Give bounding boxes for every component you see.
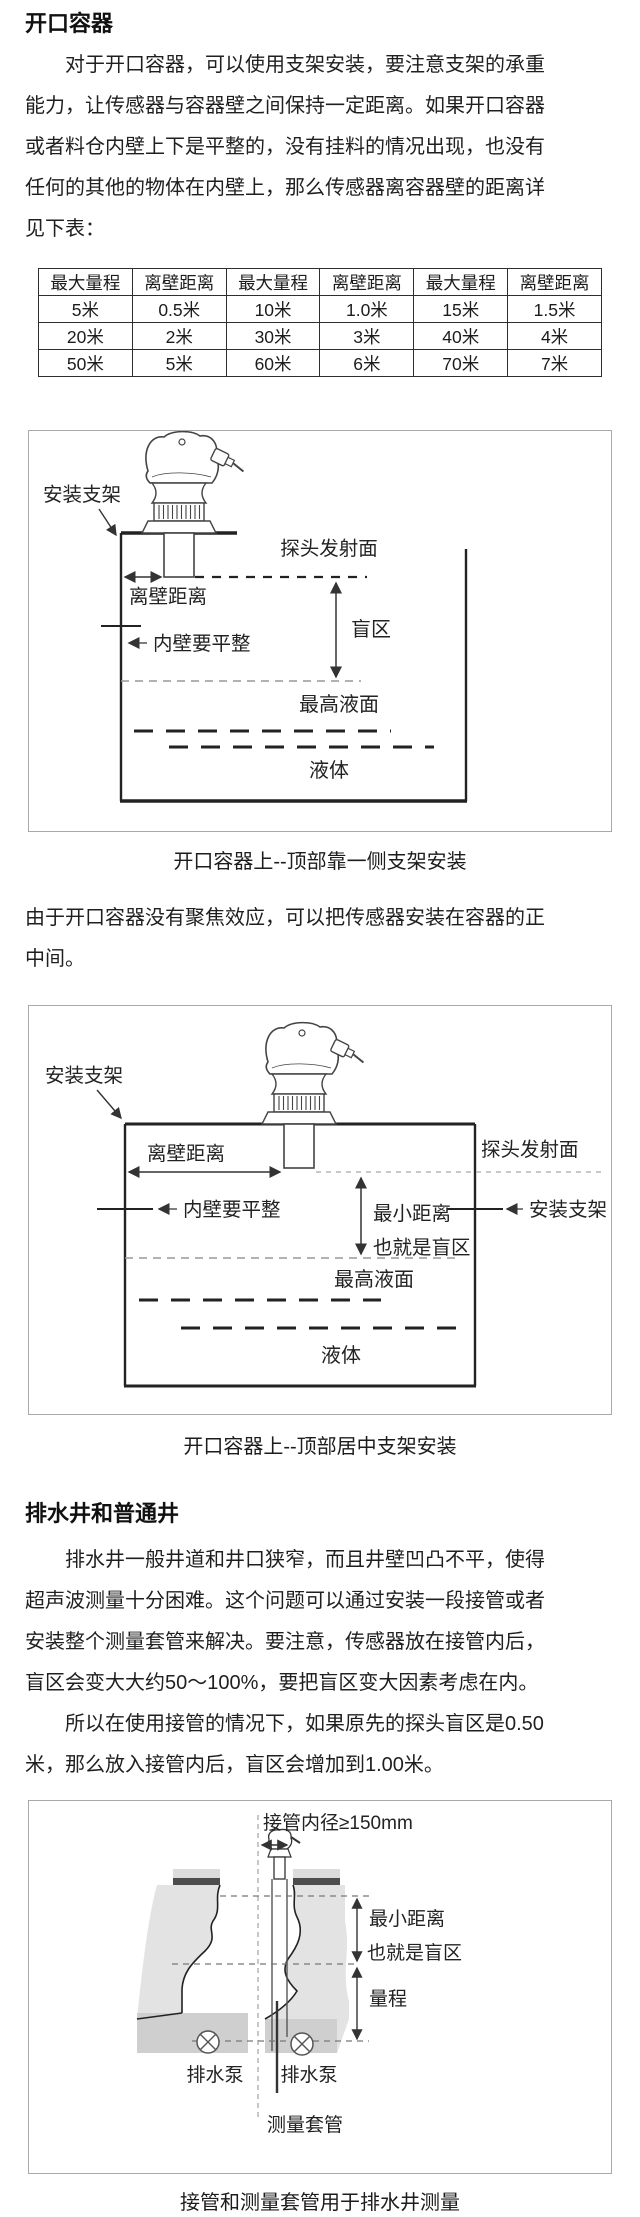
label-sleeve: 测量套管 xyxy=(267,2114,343,2136)
table-header-cell: 最大量程 xyxy=(38,268,133,296)
figure2-caption: 开口容器上--顶部居中支架安装 xyxy=(183,1436,457,1458)
label-blind-zone: 也就是盲区 xyxy=(367,1942,462,1964)
label-blind-zone: 盲区 xyxy=(351,618,391,641)
table-row: 20米 2米 30米 3米 40米 4米 xyxy=(38,322,602,350)
pump-right-icon xyxy=(290,2032,314,2056)
paragraph-line: 或者料仓内壁上下是平整的，没有挂料的情况出现，也没有 xyxy=(25,136,545,158)
diagram-well-measurement: 接管内径≥150mm 最小距离 也就是盲区 量程 xyxy=(136,1812,462,2136)
label-min-distance: 最小距离 xyxy=(373,1203,451,1225)
paragraph-line: 盲区会变大大约50～100%，要把盲区变大因素考虑在内。 xyxy=(25,1672,539,1694)
table-header-cell: 最大量程 xyxy=(225,268,321,296)
table-cell: 0.5米 xyxy=(131,295,227,323)
paragraph-line: 安装整个测量套管来解决。要注意，传感器放在接管内后， xyxy=(25,1631,545,1653)
range-distance-table: 最大量程 离壁距离 最大量程 离壁距离 最大量程 离壁距离 5米 0.5米 10… xyxy=(38,268,602,377)
ground-slab-left xyxy=(173,1869,220,1878)
label-mounting-bracket-right: 安装支架 xyxy=(529,1199,607,1221)
table-cell: 3米 xyxy=(319,322,415,350)
table-cell: 20米 xyxy=(38,322,133,350)
well-left-edge xyxy=(181,1884,221,2013)
label-pump-left: 排水泵 xyxy=(186,2064,243,2086)
table-cell: 1.5米 xyxy=(507,295,602,323)
label-min-distance: 最小距离 xyxy=(369,1908,445,1930)
paragraph-wells-1: 排水井一般井道和井口狭窄，而且井壁凹凸不平，使得 超声波测量十分困难。这个问题可… xyxy=(25,1540,617,1704)
table-cell: 5米 xyxy=(38,295,133,323)
table-row: 5米 0.5米 10米 1.0米 15米 1.5米 xyxy=(38,295,602,323)
paragraph-center-mount: 由于开口容器没有聚焦效应，可以把传感器安装在容器的正 中间。 xyxy=(25,898,617,980)
table-cell: 1.0米 xyxy=(319,295,415,323)
label-wall-distance: 离壁距离 xyxy=(147,1143,225,1165)
paragraph-line: 见下表： xyxy=(25,218,105,240)
well-right-edge xyxy=(264,1884,302,2020)
table-cell: 4米 xyxy=(507,322,602,350)
figure3-caption: 接管和测量套管用于排水井测量 xyxy=(180,2192,460,2214)
heading-open-container: 开口容器 xyxy=(25,11,114,36)
ground-slab-left-dark xyxy=(173,1878,220,1885)
well-floor-left xyxy=(137,2013,248,2053)
ground-slab-right xyxy=(293,1869,340,1878)
diagram-center-bracket-mount: 安装支架 离壁距离 探头发射面 内壁要平整 安装支架 最小距离 也就是盲区 最 xyxy=(45,1021,607,1388)
bracket-pointer-arrow xyxy=(96,1089,122,1120)
paragraph-line: 由于开口容器没有聚焦效应，可以把传感器安装在容器的正 xyxy=(25,907,545,929)
table-header-cell: 离壁距离 xyxy=(131,268,227,296)
label-flat-wall: 内壁要平整 xyxy=(153,633,251,655)
heading-drain-wells: 排水井和普通井 xyxy=(25,1501,180,1526)
label-probe-face: 探头发射面 xyxy=(280,538,378,560)
well-right-wall xyxy=(265,1885,349,2053)
table-row: 50米 5米 60米 6米 70米 7米 xyxy=(38,349,602,377)
paragraph-line: 能力，让传感器与容器壁之间保持一定距离。如果开口容器 xyxy=(25,95,545,117)
well-left-wall xyxy=(137,1885,248,2053)
label-pump-right: 排水泵 xyxy=(280,2064,337,2086)
table-header-cell: 离壁距离 xyxy=(507,268,602,296)
paragraph-line: 超声波测量十分困难。这个问题可以通过安装一段接管或者 xyxy=(25,1590,545,1612)
label-wall-distance: 离壁距离 xyxy=(129,586,207,608)
table-cell: 5米 xyxy=(131,349,227,377)
ground-slab-right-dark xyxy=(293,1878,340,1885)
diagram-side-bracket-mount: 安装支架 探头发射面 离壁距离 内壁要平整 盲区 最高液面 液体 xyxy=(43,431,468,803)
table-cell: 70米 xyxy=(413,349,509,377)
figure-well-measurement: 接管内径≥150mm 最小距离 也就是盲区 量程 xyxy=(28,1800,612,2174)
label-liquid: 液体 xyxy=(321,1344,361,1367)
paragraph-wells-2: 所以在使用接管的情况下，如果原先的探头盲区是0.50 米，那么放入接管内后，盲区… xyxy=(25,1704,617,1786)
paragraph-line: 所以在使用接管的情况下，如果原先的探头盲区是0.50 xyxy=(65,1713,544,1735)
table-cell: 50米 xyxy=(38,349,133,377)
label-max-level: 最高液面 xyxy=(299,693,379,716)
bracket-pointer-arrow xyxy=(98,508,117,537)
label-probe-face: 探头发射面 xyxy=(481,1139,579,1161)
table-cell: 2米 xyxy=(131,322,227,350)
label-range: 量程 xyxy=(369,1988,407,2010)
paragraph-line: 任何的其他的物体在内壁上，那么传感器离容器壁的距离详 xyxy=(25,177,545,199)
label-pipe-diameter: 接管内径≥150mm xyxy=(263,1812,413,1834)
figure1-caption: 开口容器上--顶部靠一侧支架安装 xyxy=(173,851,467,873)
label-flat-wall: 内壁要平整 xyxy=(183,1199,281,1221)
figure-center-bracket-mount: 安装支架 离壁距离 探头发射面 内壁要平整 安装支架 最小距离 也就是盲区 最 xyxy=(28,1005,612,1415)
label-mounting-bracket-left: 安装支架 xyxy=(45,1065,123,1087)
table-cell: 30米 xyxy=(225,322,321,350)
table-cell: 60米 xyxy=(225,349,321,377)
label-max-level: 最高液面 xyxy=(334,1268,414,1291)
table-cell: 40米 xyxy=(413,322,509,350)
table-header-row: 最大量程 离壁距离 最大量程 离壁距离 最大量程 离壁距离 xyxy=(38,268,602,296)
paragraph-open-container: 对于开口容器，可以使用支架安装，要注意支架的承重 能力，让传感器与容器壁之间保持… xyxy=(25,45,617,250)
figure-side-bracket-mount: 安装支架 探头发射面 离壁距离 内壁要平整 盲区 最高液面 液体 xyxy=(28,430,612,832)
label-blind-zone: 也就是盲区 xyxy=(373,1237,471,1259)
paragraph-line: 中间。 xyxy=(25,948,85,970)
paragraph-line: 对于开口容器，可以使用支架安装，要注意支架的承重 xyxy=(65,54,545,76)
table-cell: 10米 xyxy=(225,295,321,323)
table-header-cell: 离壁距离 xyxy=(319,268,415,296)
table-cell: 15米 xyxy=(413,295,509,323)
table-header-cell: 最大量程 xyxy=(413,268,509,296)
paragraph-line: 排水井一般井道和井口狭窄，而且井壁凹凸不平，使得 xyxy=(65,1549,545,1571)
label-mounting-bracket: 安装支架 xyxy=(43,484,121,506)
label-liquid: 液体 xyxy=(309,759,349,782)
pump-left-icon xyxy=(196,2030,220,2054)
floor-edge-left xyxy=(136,2012,183,2020)
paragraph-line: 米，那么放入接管内后，盲区会增加到1.00米。 xyxy=(25,1754,444,1776)
table-cell: 7米 xyxy=(507,349,602,377)
table-cell: 6米 xyxy=(319,349,415,377)
